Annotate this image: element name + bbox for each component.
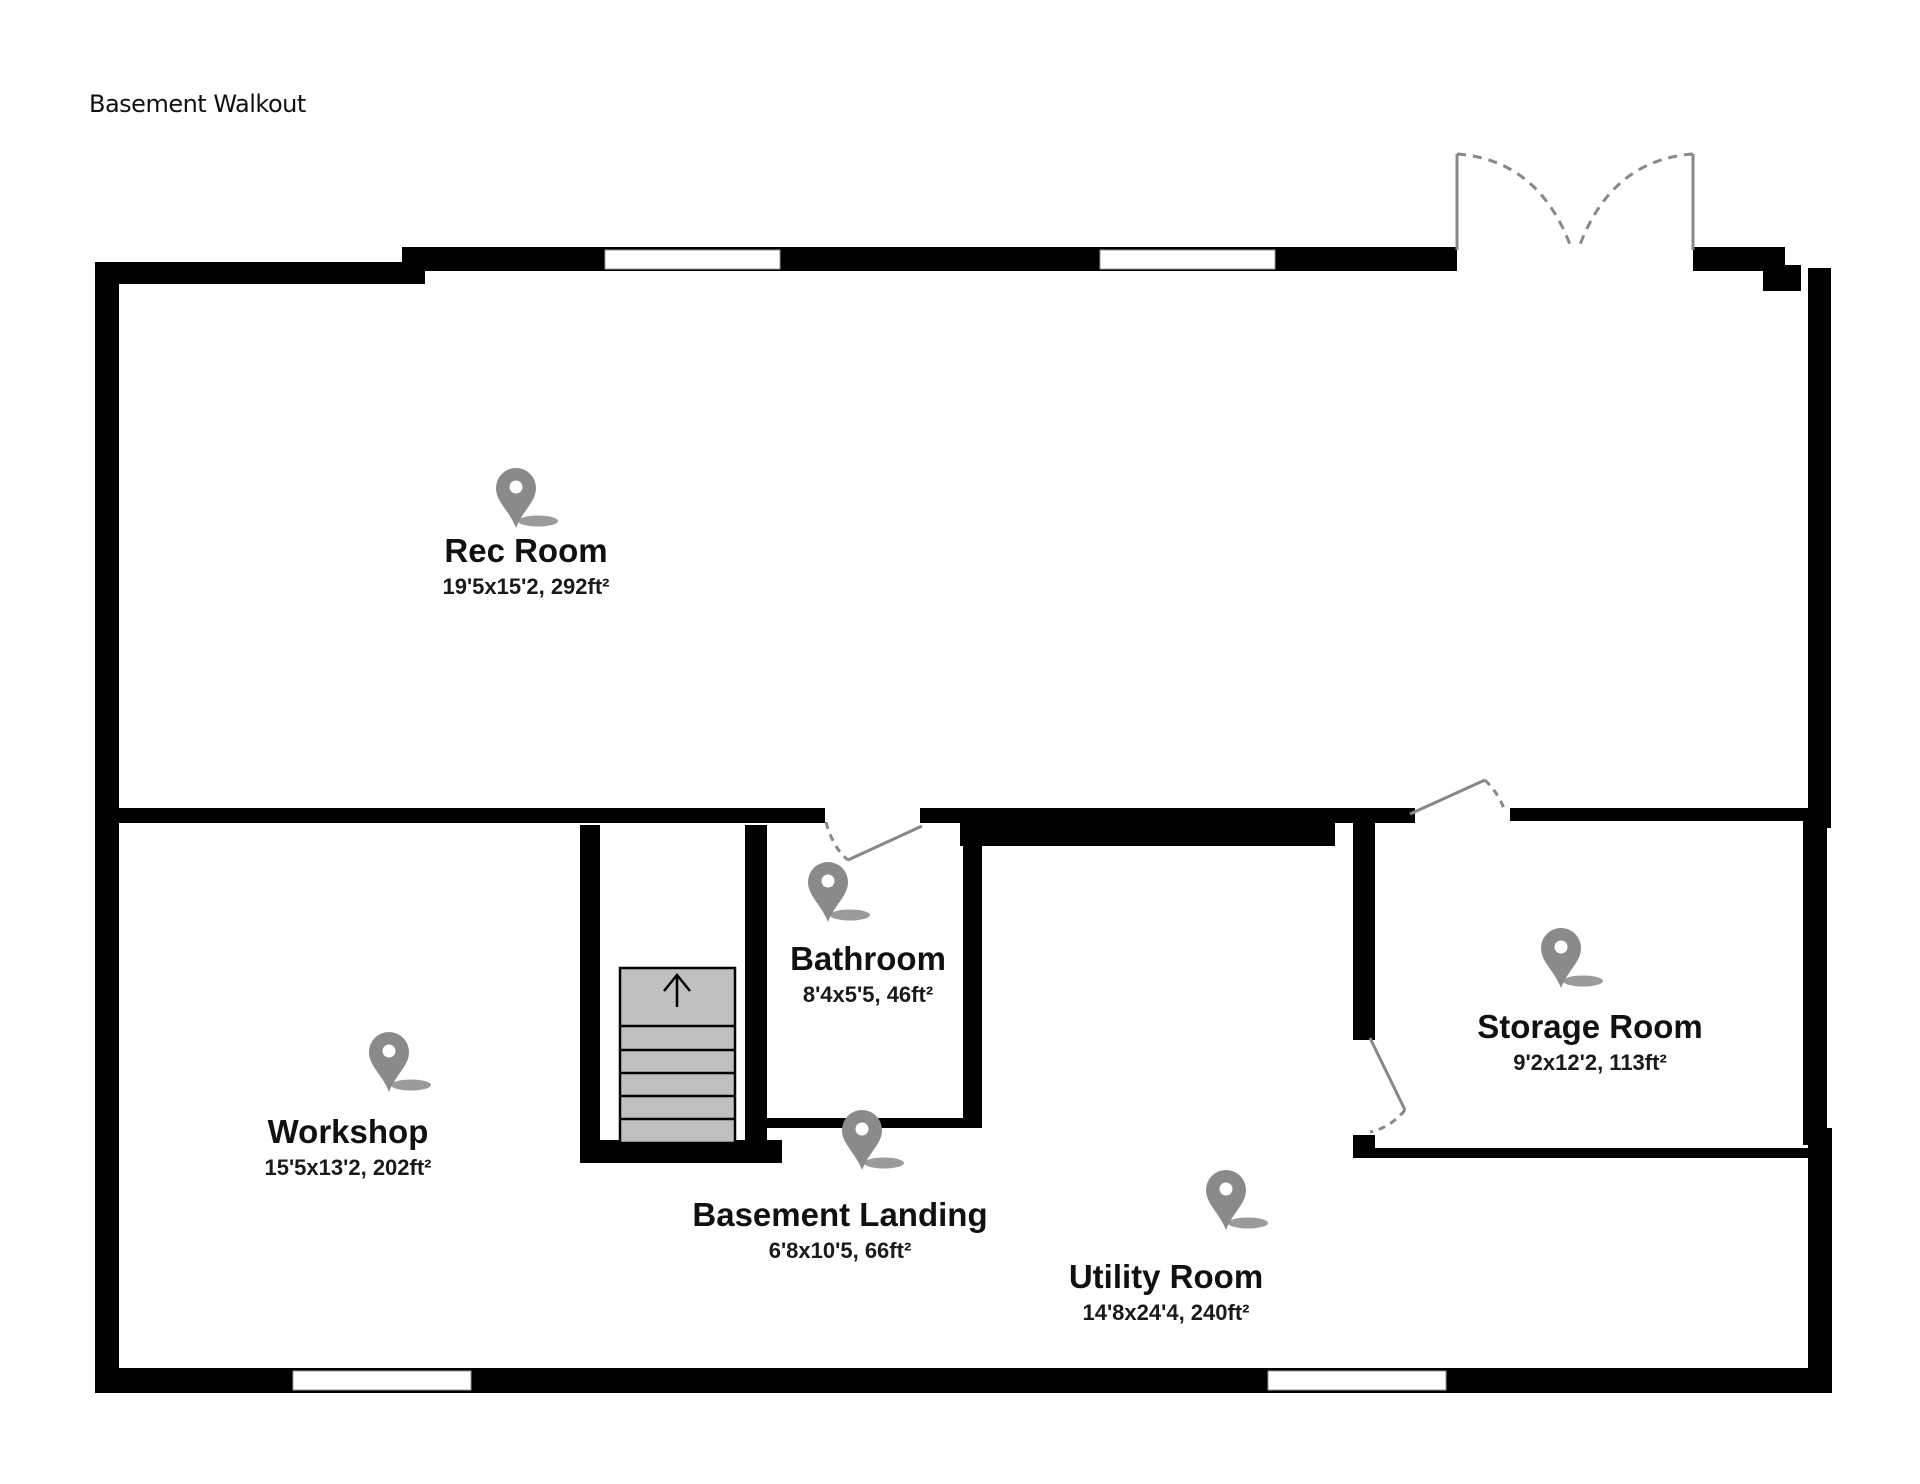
room-label-workshop: Workshop 15'5x13'2, 202ft² xyxy=(264,1113,431,1183)
room-dimensions: 14'8x24'4, 240ft² xyxy=(1082,1300,1250,1325)
top-windows xyxy=(604,249,1276,270)
room-dimensions: 15'5x13'2, 202ft² xyxy=(264,1155,432,1180)
interior-walls xyxy=(95,808,1810,1163)
french-door xyxy=(1455,152,1695,251)
room-name: Bathroom xyxy=(790,940,946,977)
room-label-storage-room: Storage Room 9'2x12'2, 113ft² xyxy=(1477,1008,1703,1078)
window xyxy=(292,1370,472,1391)
room-label-rec-room: Rec Room 19'5x15'2, 292ft² xyxy=(442,532,609,602)
room-label-basement-landing: Basement Landing 6'8x10'5, 66ft² xyxy=(692,1196,987,1266)
map-pin-icon xyxy=(1541,928,1603,988)
room-dimensions: 9'2x12'2, 113ft² xyxy=(1513,1050,1667,1075)
map-pin-icon xyxy=(369,1032,431,1092)
arrow-up-icon xyxy=(663,973,691,1007)
bottom-windows xyxy=(292,1370,1447,1391)
storage-door-side xyxy=(1368,1037,1407,1134)
window xyxy=(604,249,781,270)
room-label-bathroom: Bathroom 8'4x5'5, 46ft² xyxy=(790,940,946,1010)
room-name: Rec Room xyxy=(444,532,608,569)
room-dimensions: 6'8x10'5, 66ft² xyxy=(768,1238,912,1263)
window xyxy=(1267,1370,1447,1391)
room-name: Storage Room xyxy=(1477,1008,1703,1045)
floor-title: Basement Walkout xyxy=(89,90,306,118)
room-dimensions: 19'5x15'2, 292ft² xyxy=(442,574,610,599)
room-name: Utility Room xyxy=(1068,1258,1264,1295)
map-pin-icon xyxy=(496,468,558,528)
room-name: Workshop xyxy=(267,1113,429,1150)
stairs xyxy=(618,966,737,1145)
map-pin-icon xyxy=(1206,1170,1268,1230)
storage-door-top xyxy=(1409,778,1507,816)
window xyxy=(1099,249,1276,270)
room-name: Basement Landing xyxy=(692,1196,988,1233)
room-label-utility-room: Utility Room 14'8x24'4, 240ft² xyxy=(1069,1258,1263,1328)
map-pin-icon xyxy=(808,862,870,922)
map-pin-icon xyxy=(842,1110,904,1170)
bathroom-door xyxy=(824,821,923,862)
room-dimensions: 8'4x5'5, 46ft² xyxy=(802,982,934,1007)
